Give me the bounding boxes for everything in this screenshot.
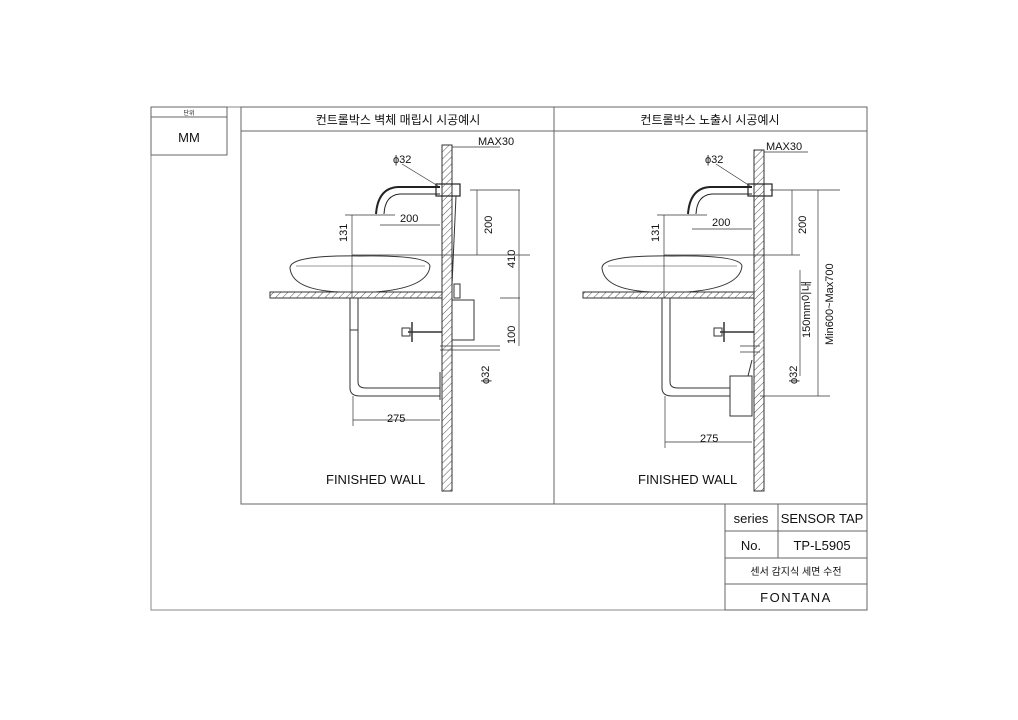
right-spout-height: 200 bbox=[797, 216, 809, 234]
left-basin bbox=[289, 255, 431, 293]
right-basin-height: 131 bbox=[650, 224, 662, 242]
no-value: TP-L5905 bbox=[793, 538, 850, 553]
right-trap bbox=[661, 360, 730, 397]
left-wall bbox=[441, 144, 453, 492]
right-wall bbox=[753, 149, 765, 492]
panel-right-drawing: MAX30 ϕ32 200 200 131 150mm이내 Min600~Max… bbox=[582, 141, 840, 492]
right-trap-depth: 275 bbox=[700, 433, 718, 445]
left-max-label: MAX30 bbox=[478, 136, 514, 148]
left-spout bbox=[375, 186, 440, 215]
right-pipe-dia-top: ϕ32 bbox=[705, 154, 723, 166]
left-control-box bbox=[451, 299, 475, 341]
series-value: SENSOR TAP bbox=[781, 511, 864, 526]
left-trap-depth: 275 bbox=[387, 413, 405, 425]
unit-value: MM bbox=[178, 130, 200, 145]
left-box-offset: 100 bbox=[506, 326, 518, 344]
left-spout-height: 200 bbox=[483, 216, 495, 234]
right-countertop bbox=[582, 291, 755, 299]
no-label: No. bbox=[741, 538, 761, 553]
panel-right-title: 컨트롤박스 노출시 시공예시 bbox=[640, 113, 779, 127]
left-basin-height: 131 bbox=[338, 224, 350, 242]
panel-left-drawing: MAX30 ϕ32 200 200 131 410 100 ϕ32 275 FI… bbox=[269, 136, 530, 492]
left-pipe-dia-top: ϕ32 bbox=[393, 154, 411, 166]
right-spout bbox=[687, 186, 752, 215]
unit-label: 단위 bbox=[183, 109, 194, 117]
unit-box: 단위 MM bbox=[150, 106, 228, 156]
right-range: Min600~Max700 bbox=[824, 263, 836, 345]
left-pipe-dia-bottom: ϕ32 bbox=[480, 366, 492, 384]
right-control-box bbox=[729, 375, 753, 417]
product-description: 센서 감지식 세면 수전 bbox=[750, 566, 841, 578]
left-spout-flange bbox=[435, 183, 461, 197]
left-total-height: 410 bbox=[506, 250, 518, 268]
right-basin bbox=[601, 255, 743, 293]
right-cable-length: 150mm이내 bbox=[800, 281, 813, 338]
panel-left-title: 컨트롤박스 벽체 매립시 시공예시 bbox=[316, 113, 481, 127]
left-spout-reach: 200 bbox=[400, 213, 418, 225]
right-pipe-dia-bottom: ϕ32 bbox=[788, 366, 800, 384]
right-spout-reach: 200 bbox=[712, 217, 730, 229]
left-countertop bbox=[269, 291, 443, 299]
brand-name: FONTANA bbox=[760, 590, 832, 605]
right-max-label: MAX30 bbox=[766, 141, 802, 153]
left-trap bbox=[349, 360, 440, 397]
right-wall-label: FINISHED WALL bbox=[638, 472, 737, 487]
series-label: series bbox=[734, 511, 769, 526]
left-wall-label: FINISHED WALL bbox=[326, 472, 425, 487]
title-block: series SENSOR TAP No. TP-L5905 센서 감지식 세면… bbox=[724, 503, 868, 611]
